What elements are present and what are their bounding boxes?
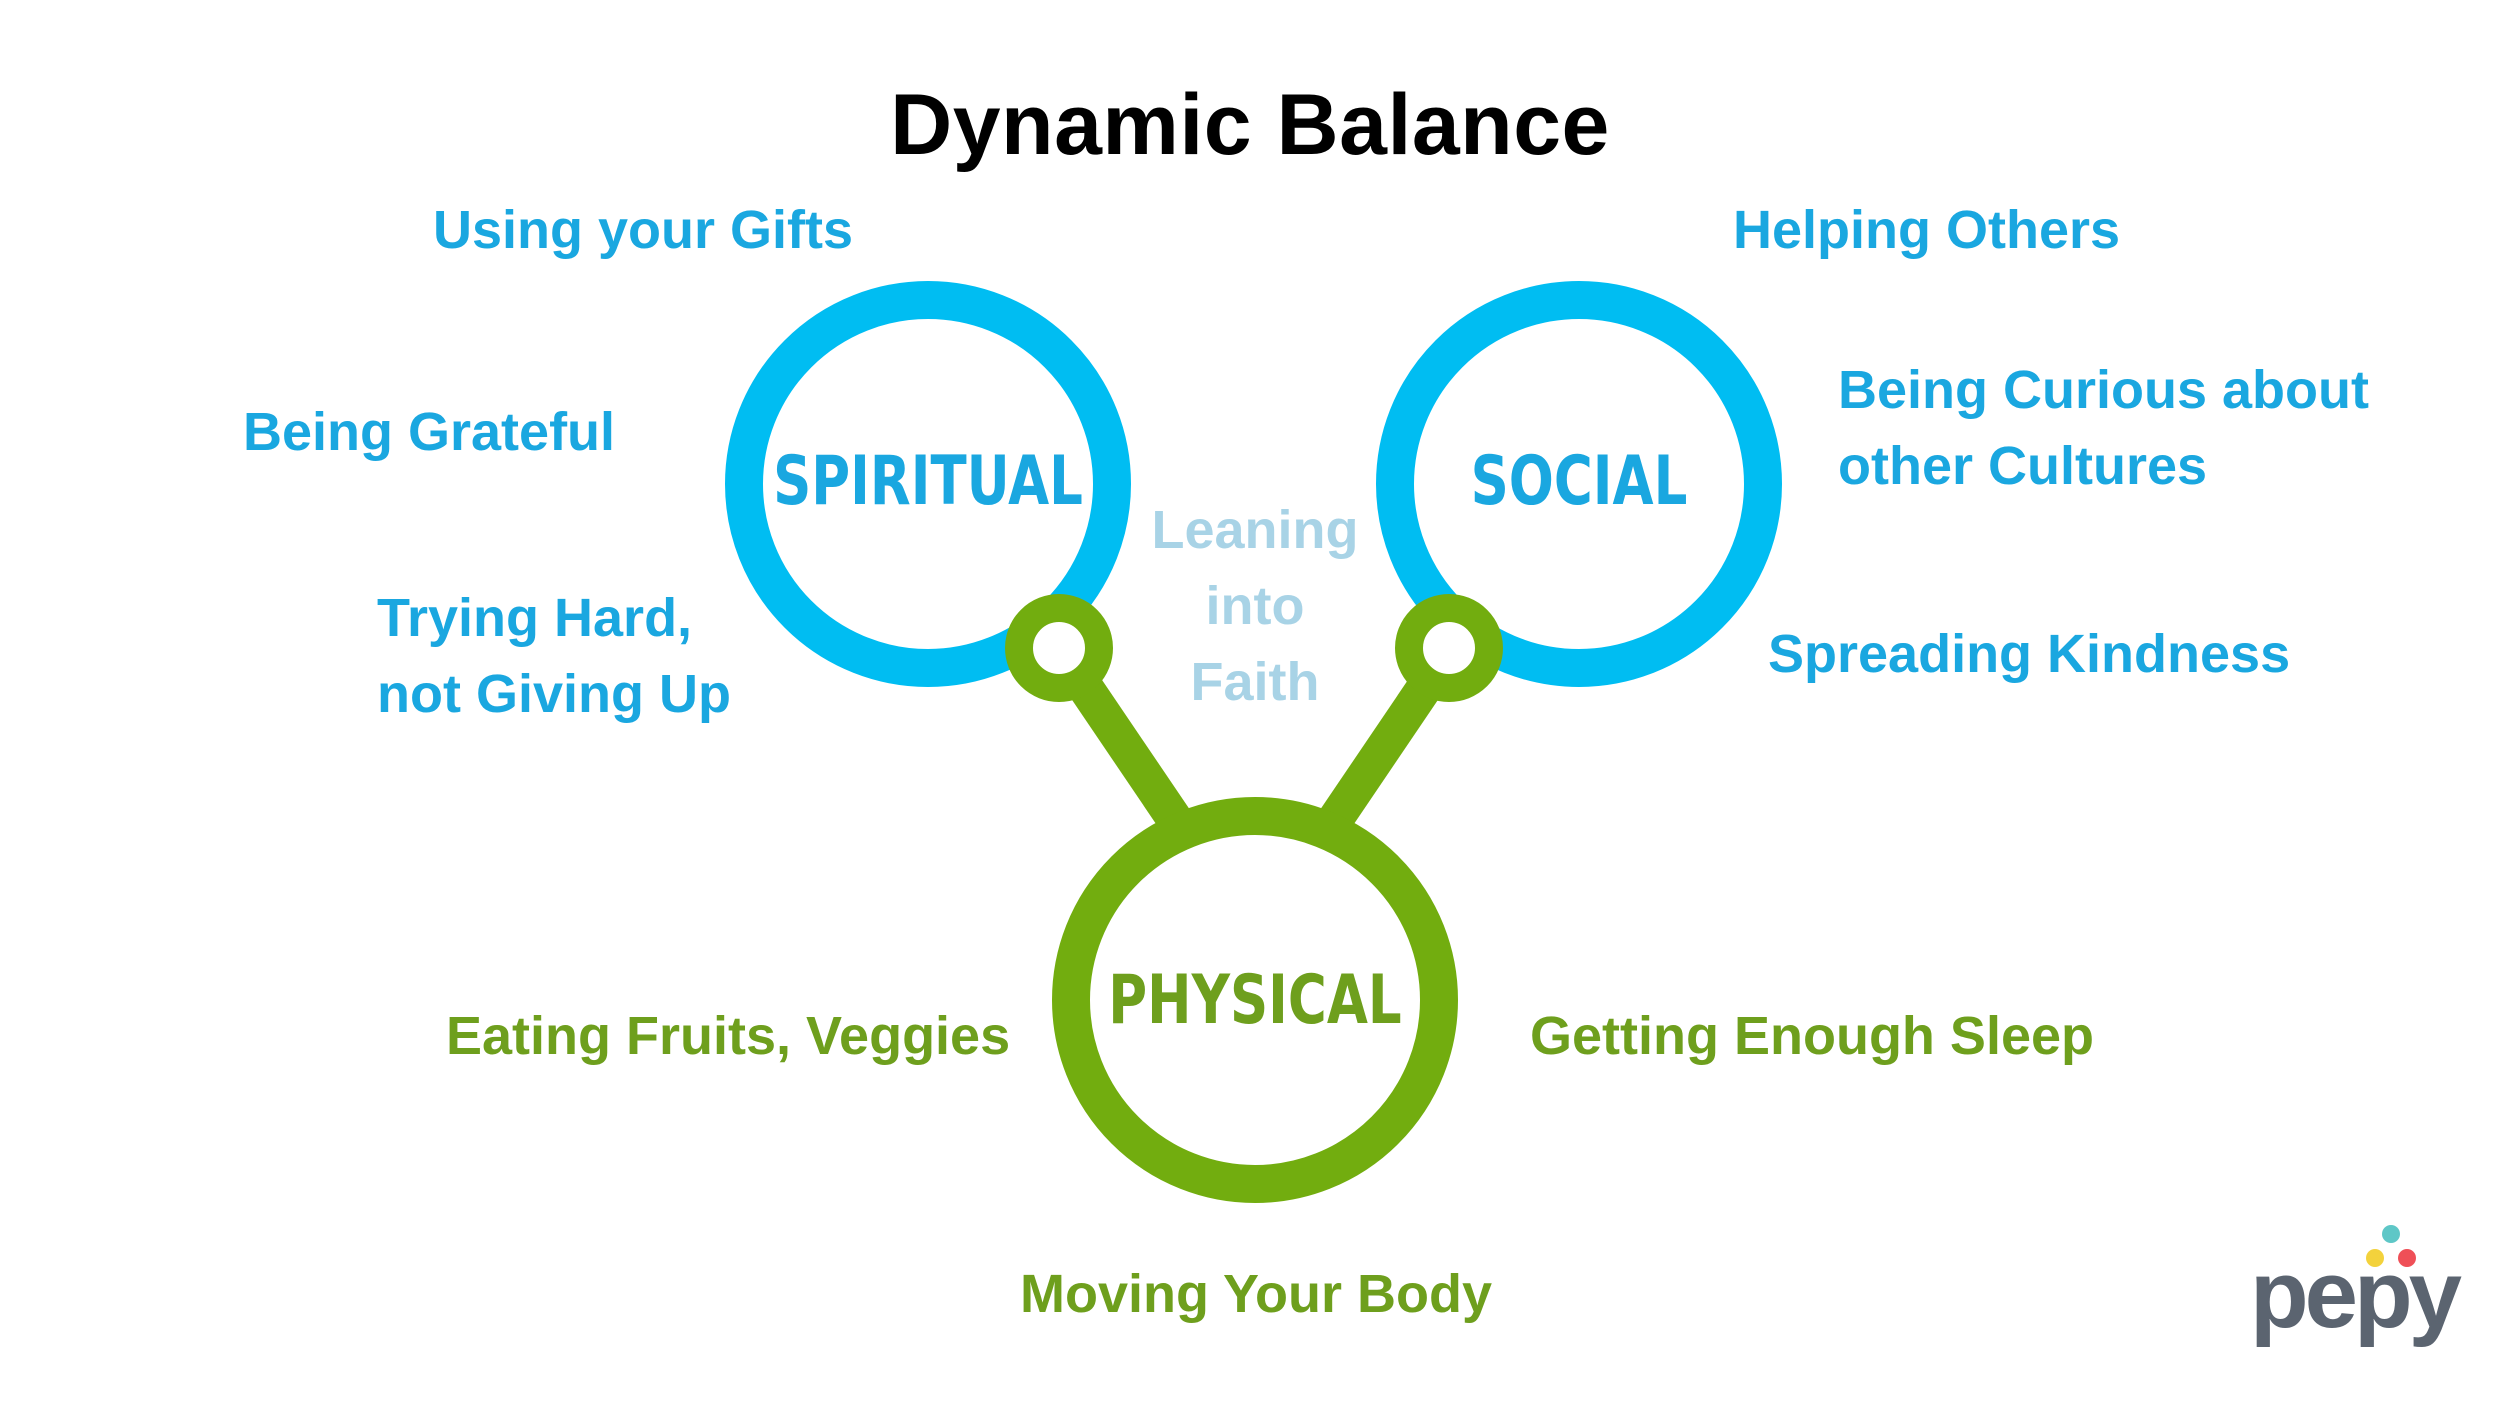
faith-line-1: Leaning [1151, 500, 1359, 560]
item-being-curious-line-2: other Cultures [1838, 436, 2208, 496]
item-trying-hard-line-1: Trying Hard, [377, 588, 693, 648]
item-being-curious: Being Curious about other Cultures [1838, 352, 2369, 504]
item-being-grateful: Being Grateful [243, 402, 616, 462]
logo-dot-yellow [2366, 1249, 2384, 1267]
pepy-logo: pepy [2250, 1225, 2462, 1355]
item-moving-body: Moving Your Body [1020, 1264, 1492, 1324]
logo-dot-red [2398, 1249, 2416, 1267]
logo-dot-teal [2382, 1225, 2400, 1243]
item-trying-hard-line-2: not Giving Up [377, 664, 731, 724]
spiritual-label: SPIRITUAL [773, 442, 1083, 521]
faith-line-2: into [1205, 576, 1305, 636]
social-joint [1395, 594, 1503, 702]
item-using-gifts: Using your Gifts [433, 200, 854, 260]
spiritual-joint [1005, 594, 1113, 702]
faith-text: Leaning into Faith [1130, 492, 1380, 720]
spiritual-circle [725, 281, 1131, 687]
item-trying-hard: Trying Hard, not Giving Up [377, 580, 731, 732]
social-label: SOCIAL [1470, 442, 1688, 521]
item-getting-sleep: Getting Enough Sleep [1530, 1006, 2094, 1066]
page-title: Dynamic Balance [890, 77, 1610, 173]
logo-text: pepy [2250, 1241, 2462, 1348]
item-spreading-kindness: Spreading Kindness [1768, 624, 2291, 684]
physical-label: PHYSICAL [1108, 961, 1402, 1040]
item-eating-fruits: Eating Fruits, Veggies [446, 1006, 1011, 1066]
social-circle [1376, 281, 1782, 687]
item-being-curious-line-1: Being Curious about [1838, 360, 2369, 420]
faith-line-3: Faith [1190, 652, 1320, 712]
physical-circle [1052, 797, 1458, 1203]
item-helping-others: Helping Others [1733, 200, 2121, 260]
